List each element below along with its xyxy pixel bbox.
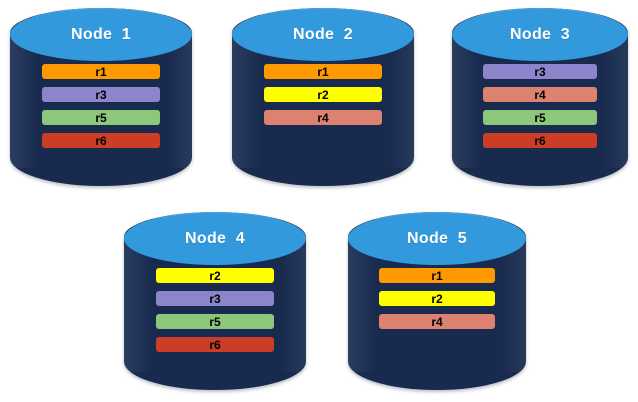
database-node[interactable]: Node 1 r1 r3 r5 r6	[10, 8, 192, 186]
node-label: Node 1	[71, 25, 131, 43]
cylinder-top-ellipse	[232, 8, 414, 62]
record-bar[interactable]: r4	[482, 87, 598, 102]
record-bar[interactable]: r6	[155, 337, 275, 352]
record-bar[interactable]: r1	[263, 64, 383, 79]
node-label: Node 3	[510, 25, 570, 43]
record-bar[interactable]: r2	[155, 268, 275, 283]
record-bar[interactable]: r5	[155, 314, 275, 329]
record-list: r1 r2 r4	[232, 64, 414, 125]
database-node[interactable]: Node 2 r1 r2 r4	[232, 8, 414, 186]
record-bar[interactable]: r3	[482, 64, 598, 79]
database-node[interactable]: Node 3 r3 r4 r5 r6	[452, 8, 628, 186]
record-bar[interactable]: r3	[155, 291, 275, 306]
record-bar[interactable]: r6	[482, 133, 598, 148]
record-bar[interactable]: r2	[379, 291, 495, 306]
cylinder-top-ellipse	[452, 8, 628, 62]
record-list: r1 r3 r5 r6	[10, 64, 192, 148]
record-bar[interactable]: r5	[41, 110, 161, 125]
cylinder-top-ellipse	[348, 212, 526, 266]
record-list: r2 r3 r5 r6	[124, 268, 306, 352]
cylinder-top-ellipse	[124, 212, 306, 266]
cylinder-top-ellipse	[10, 8, 192, 62]
node-label: Node 4	[185, 229, 245, 247]
record-bar[interactable]: r4	[379, 314, 495, 329]
node-label: Node 5	[407, 229, 467, 247]
record-bar[interactable]: r2	[263, 87, 383, 102]
record-list: r1 r2 r4	[348, 268, 526, 329]
record-bar[interactable]: r3	[41, 87, 161, 102]
record-bar[interactable]: r1	[379, 268, 495, 283]
record-list: r3 r4 r5 r6	[452, 64, 628, 148]
database-node[interactable]: Node 5 r1 r2 r4	[348, 212, 526, 390]
record-bar[interactable]: r6	[41, 133, 161, 148]
record-bar[interactable]: r4	[263, 110, 383, 125]
record-bar[interactable]: r1	[41, 64, 161, 79]
database-node[interactable]: Node 4 r2 r3 r5 r6	[124, 212, 306, 390]
record-bar[interactable]: r5	[482, 110, 598, 125]
node-label: Node 2	[293, 25, 353, 43]
